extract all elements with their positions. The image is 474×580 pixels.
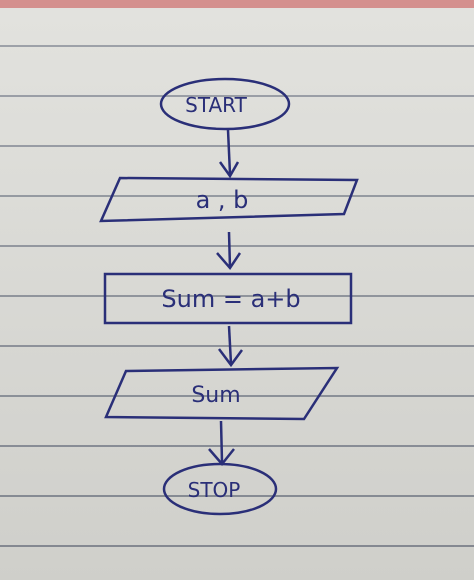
process-label: Sum = a+b: [161, 285, 300, 313]
stop-terminator: STOP: [162, 462, 278, 516]
stop-label: STOP: [188, 478, 241, 502]
output-label: Sum: [191, 383, 240, 408]
arrow-input-to-process: [216, 231, 242, 271]
paper-top-margin: [0, 0, 474, 8]
start-label: START: [185, 93, 247, 117]
arrow-start-to-input: [218, 129, 240, 179]
arrow-process-to-output: [218, 325, 244, 368]
process-rectangle: Sum = a+b: [103, 272, 353, 325]
start-terminator: START: [159, 77, 291, 131]
input-label: a , b: [196, 186, 249, 214]
input-parallelogram: a , b: [99, 176, 359, 223]
arrow-output-to-stop: [208, 420, 235, 466]
output-parallelogram: Sum: [104, 366, 340, 421]
